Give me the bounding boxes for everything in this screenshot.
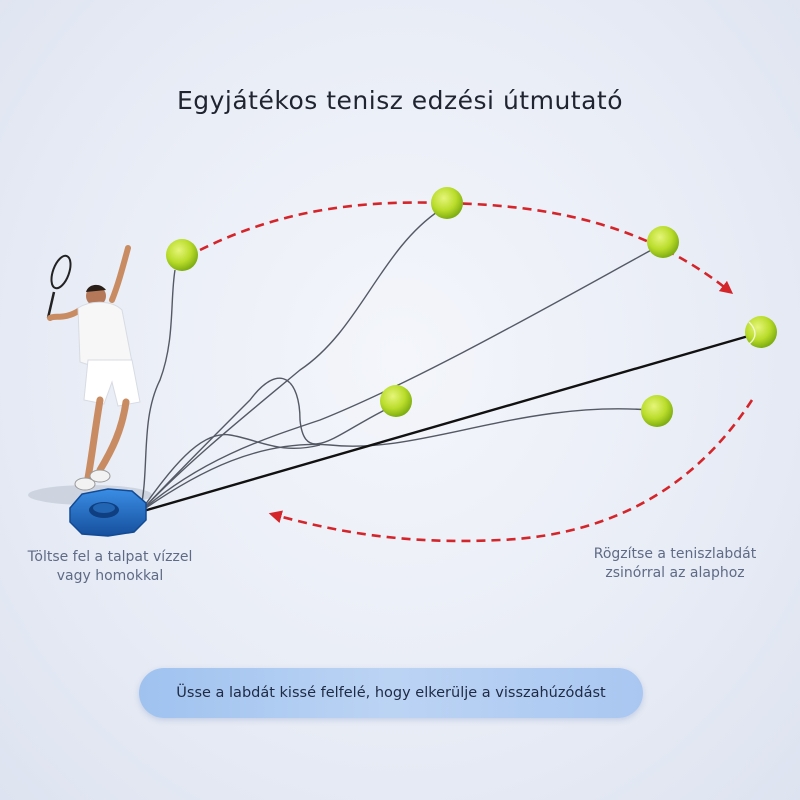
caption-left-line2: vagy homokkal xyxy=(56,568,164,584)
caption-left-line1: Töltse fel a talpat vízzel xyxy=(27,549,193,565)
tennis-ball-icon xyxy=(166,239,198,271)
trainer-base-icon xyxy=(69,488,147,537)
caption-base-fill: Töltse fel a talpat vízzel vagy homokkal xyxy=(20,548,200,586)
cords xyxy=(139,209,656,513)
tip-banner: Üsse a labdát kissé felfelé, hogy elkerü… xyxy=(139,668,643,718)
tennis-ball-icon xyxy=(380,385,412,417)
cord-2 xyxy=(139,209,441,513)
caption-right-line1: Rögzítse a teniszlabdát xyxy=(593,546,757,562)
tennis-ball-icon xyxy=(431,187,463,219)
tennis-player-icon xyxy=(46,245,141,491)
page-title: Egyjátékos tenisz edzési útmutató xyxy=(176,86,624,115)
cord-4 xyxy=(139,377,396,513)
ball-seam xyxy=(748,321,756,345)
main-cord xyxy=(139,333,753,514)
arrow-bottom xyxy=(268,399,754,543)
cord-6 xyxy=(139,433,321,513)
caption-attach-ball: Rögzítse a teniszlabdát zsinórral az ala… xyxy=(560,545,790,583)
tip-text: Üsse a labdát kissé felfelé, hogy elkerü… xyxy=(176,685,606,701)
cord-3 xyxy=(139,247,656,513)
tennis-ball-icon xyxy=(647,226,679,258)
caption-right-line2: zsinórral az alaphoz xyxy=(605,565,745,581)
cord-5 xyxy=(139,408,651,513)
tennis-ball-icon xyxy=(641,395,673,427)
tennis-balls xyxy=(166,187,777,427)
cord-1 xyxy=(139,269,176,513)
